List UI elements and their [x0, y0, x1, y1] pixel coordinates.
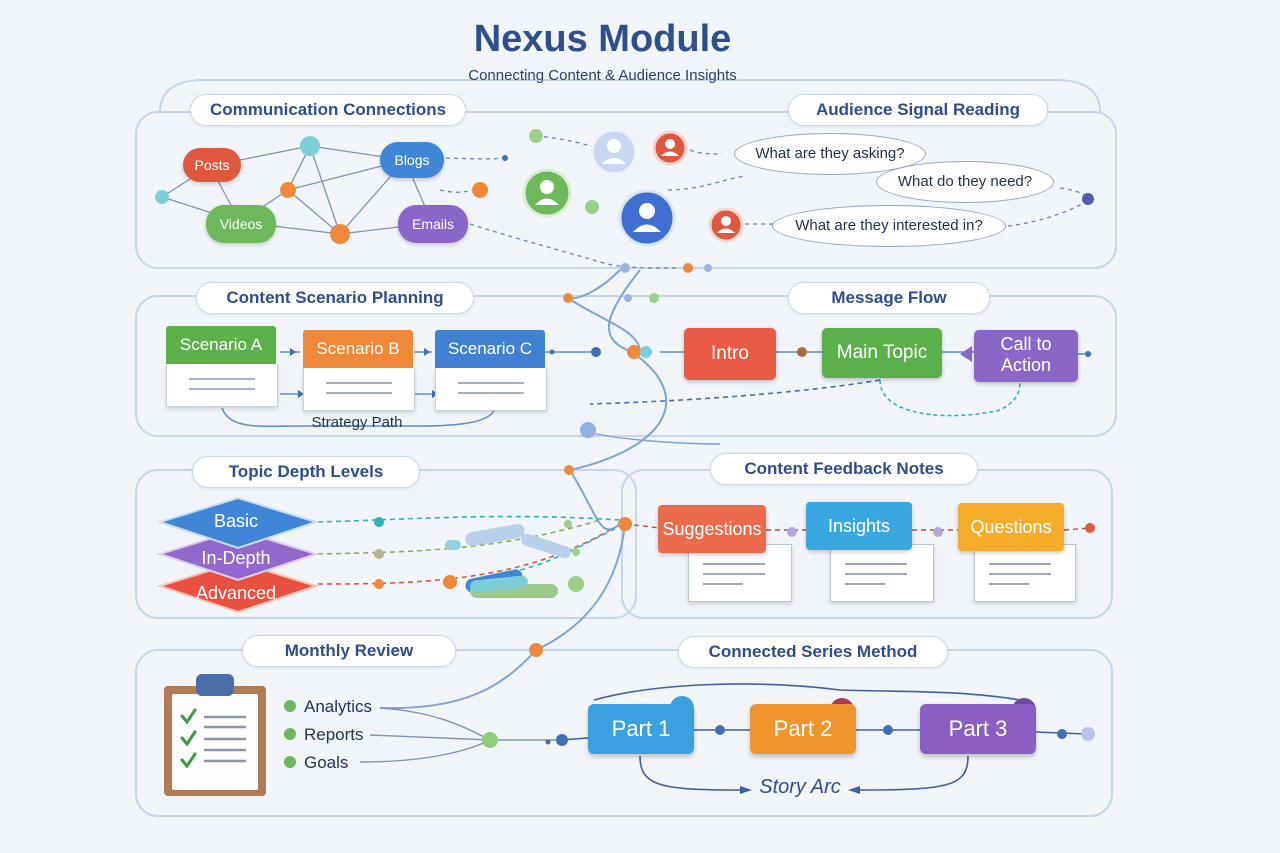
- section-depth: Topic Depth Levels: [192, 456, 420, 488]
- note-paper: [688, 544, 792, 602]
- note-paper: [830, 544, 934, 602]
- message-main-topic: Main Topic: [822, 328, 942, 378]
- network-dot: [300, 136, 320, 156]
- note-paper: [974, 544, 1076, 602]
- scenario-card-title: Scenario A: [166, 326, 276, 364]
- review-bullet: [284, 756, 296, 768]
- user-icon: [618, 189, 676, 247]
- feedback-insights: Insights: [806, 502, 912, 550]
- user-icon: [522, 168, 572, 218]
- depth-advanced: Advanced: [195, 583, 277, 603]
- section-review: Monthly Review: [242, 635, 456, 667]
- user-icon: [590, 128, 638, 176]
- node-blogs: Blogs: [380, 142, 444, 178]
- story-arc-label: Story Arc: [759, 776, 841, 798]
- feedback-suggestions: Suggestions: [658, 505, 766, 553]
- scenario-card-title: Scenario B: [303, 330, 413, 368]
- series-part-1: Part 1: [588, 704, 694, 754]
- question-bubble-asking: What are they asking?: [734, 133, 926, 175]
- section-feedback: Content Feedback Notes: [710, 453, 978, 485]
- review-reports: Reports: [304, 725, 364, 744]
- review-goals: Goals: [304, 753, 349, 772]
- audience-avatars: [522, 128, 744, 247]
- scenario-card-title: Scenario C: [435, 330, 545, 368]
- network-dot: [280, 182, 296, 198]
- page-title: Nexus Module: [473, 18, 732, 60]
- depth-basic: Basic: [213, 511, 258, 531]
- section-series: Connected Series Method: [678, 636, 948, 668]
- review-bullet: [284, 728, 296, 740]
- node-emails: Emails: [398, 205, 468, 243]
- network-dot: [330, 224, 350, 244]
- review-analytics: Analytics: [304, 697, 373, 716]
- review-bullet: [284, 700, 296, 712]
- feedback-questions: Questions: [958, 503, 1064, 551]
- series-part-3: Part 3: [920, 704, 1036, 754]
- depth-in-depth: In-Depth: [201, 548, 271, 568]
- user-icon: [652, 130, 688, 166]
- section-message: Message Flow: [788, 282, 990, 314]
- node-videos: Videos: [206, 205, 276, 243]
- section-scenario: Content Scenario Planning: [196, 282, 474, 314]
- clipboard-icon: [164, 674, 266, 796]
- node-posts: Posts: [183, 148, 241, 182]
- message-call-to-action: Call to Action: [974, 330, 1078, 382]
- series-part-2: Part 2: [750, 704, 856, 754]
- question-bubble-interested: What are they interested in?: [772, 205, 1006, 247]
- network-dot: [155, 190, 169, 204]
- message-intro: Intro: [684, 328, 776, 380]
- scenario-card-a: Scenario A: [166, 326, 278, 407]
- section-audience: Audience Signal Reading: [788, 94, 1048, 126]
- page-subtitle: Connecting Content & Audience Insights: [468, 67, 737, 84]
- scenario-card-c: Scenario C: [435, 330, 547, 411]
- strategy-path-label: Strategy Path: [311, 414, 403, 431]
- panel-bottom: [135, 649, 1113, 817]
- question-bubble-need: What do they need?: [876, 161, 1054, 203]
- depth-diamonds: [156, 496, 320, 614]
- section-communication: Communication Connections: [190, 94, 466, 126]
- scenario-card-b: Scenario B: [303, 330, 415, 411]
- user-icon: [708, 207, 744, 243]
